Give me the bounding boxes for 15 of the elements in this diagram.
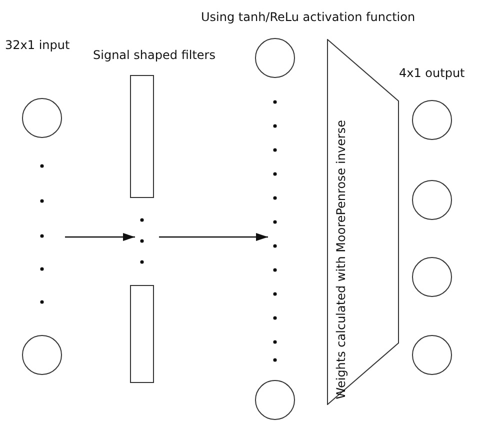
filter-bar — [130, 285, 154, 383]
layer-label: Using tanh/ReLu activation function — [201, 10, 416, 24]
arrow — [159, 233, 268, 241]
neuron-circle — [412, 257, 452, 297]
neuron-circle — [412, 180, 452, 220]
arrow — [65, 233, 135, 241]
weights-trapezoid — [327, 39, 399, 405]
layer-label: 32x1 input — [5, 38, 70, 52]
layer-label: Signal shaped filters — [93, 48, 216, 62]
neuron-circle — [412, 100, 452, 140]
weights-label: Weights calculated with MoorePenrose inverse — [334, 120, 348, 399]
neuron-circle — [22, 335, 62, 375]
neuron-circle — [412, 335, 452, 375]
neuron-circle — [255, 380, 295, 420]
layer-label: 4x1 output — [399, 66, 465, 80]
